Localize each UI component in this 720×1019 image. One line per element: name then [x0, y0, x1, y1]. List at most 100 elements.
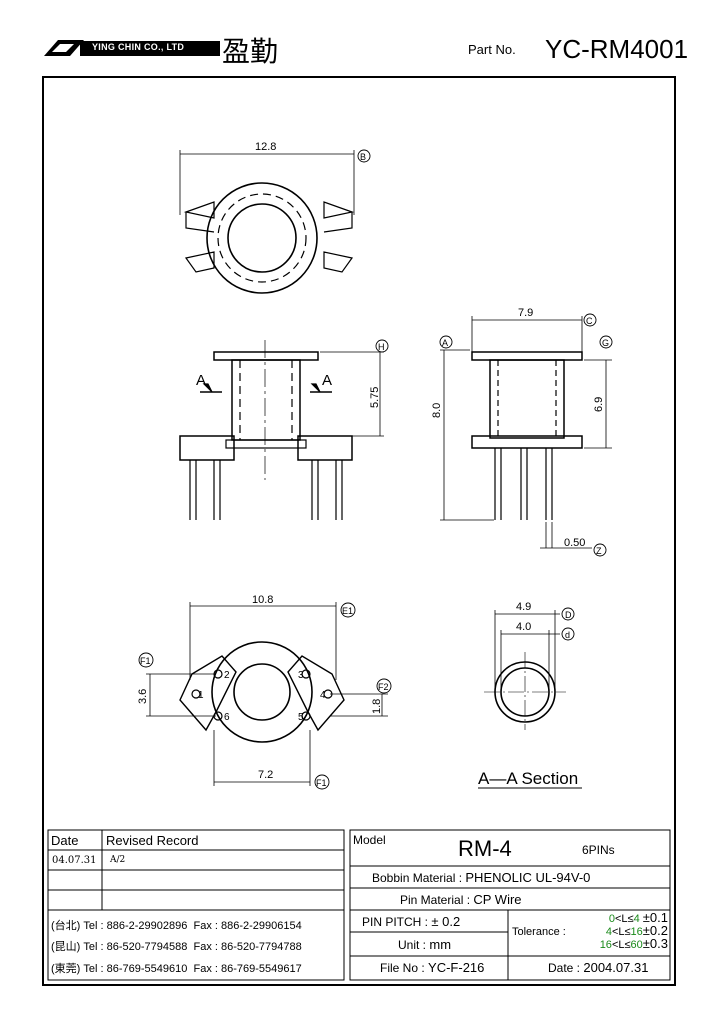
- dim-5-75: 5.75: [369, 387, 381, 408]
- contact-row-kunshan: (昆山) Tel : 86-520-7794588 Fax : 86-520-7…: [51, 938, 302, 954]
- dim-8-0: 8.0: [431, 403, 443, 418]
- company-name-en: YING CHIN CO., LTD: [92, 42, 185, 52]
- logo: [44, 38, 220, 58]
- label-G: G: [602, 338, 609, 348]
- dim-4-0: 4.0: [516, 621, 531, 633]
- dim-3-6: 3.6: [137, 689, 149, 704]
- model-label: Model: [353, 833, 386, 847]
- unit-value: mm: [429, 937, 452, 952]
- contact-row-taipei: (台北) Tel : 886-2-29902896 Fax : 886-2-29…: [51, 917, 302, 933]
- dim-6-9: 6.9: [593, 397, 605, 412]
- bottom-view: [138, 602, 392, 790]
- label-A: A: [442, 338, 448, 348]
- pin-label-1: 1: [198, 690, 204, 701]
- tol-val: ±0.2: [642, 923, 668, 938]
- dim-10-8: 10.8: [252, 594, 273, 606]
- label-F1-left: F1: [140, 656, 151, 666]
- label-F2: F2: [378, 682, 389, 692]
- contact-tel: Tel : 886-2-29902896: [83, 920, 188, 932]
- tol-hi: 4: [633, 913, 640, 925]
- label-F1-bottom: F1: [316, 778, 327, 788]
- date-row: Date : 2004.07.31: [548, 960, 648, 975]
- front-view: [439, 313, 613, 557]
- revision-record: A/2: [110, 855, 126, 865]
- unit-label: Unit :: [398, 938, 427, 952]
- pin-label-3: 3: [298, 670, 304, 681]
- section-mark-left: A: [196, 372, 206, 389]
- logo-mark: [44, 40, 220, 56]
- contact-city: (台北): [51, 920, 81, 932]
- label-B: B: [360, 152, 366, 162]
- pin-pitch-label: PIN PITCH :: [362, 915, 429, 929]
- file-no-value: YC-F-216: [428, 960, 485, 975]
- contact-tel: Tel : 86-520-7794588: [83, 941, 188, 953]
- part-no-label: Part No.: [468, 42, 516, 57]
- tolerance-label: Tolerance :: [512, 926, 566, 938]
- tol-lo: 16: [599, 939, 612, 951]
- contact-fax: Fax : 86-520-7794788: [193, 941, 302, 953]
- contact-row-dongguan: (東莞) Tel : 86-769-5549610 Fax : 86-769-5…: [51, 960, 302, 976]
- dim-7-2: 7.2: [258, 769, 273, 781]
- tolerance-row: 0<L≤4 ±0.1: [590, 910, 668, 925]
- top-view: [179, 149, 371, 294]
- pin-pitch-row: PIN PITCH : ± 0.2: [362, 914, 460, 929]
- pins-value: 6PINs: [582, 843, 615, 857]
- label-Z: Z: [596, 546, 602, 556]
- contact-city: (昆山): [51, 941, 81, 953]
- bobbin-value: PHENOLIC UL-94V-0: [465, 870, 591, 885]
- pin-label-4: 4: [320, 690, 326, 701]
- tolerance-row: 16<L≤60±0.3: [590, 936, 668, 951]
- bobbin-label: Bobbin Material :: [372, 871, 463, 885]
- contact-city: (東莞): [51, 963, 81, 975]
- contact-tel: Tel : 86-769-5549610: [83, 963, 188, 975]
- section-mark-right: A: [322, 372, 332, 389]
- pin-label-6: 6: [224, 712, 230, 723]
- side-view: [179, 339, 389, 520]
- contact-fax: Fax : 86-769-5549617: [193, 963, 302, 975]
- bobbin-material-row: Bobbin Material : PHENOLIC UL-94V-0: [372, 870, 590, 885]
- drawing-frame: [42, 76, 676, 986]
- dim-4-9: 4.9: [516, 601, 531, 613]
- pin-label-5: 5: [298, 712, 304, 723]
- tol-val: ±0.1: [642, 910, 668, 925]
- dim-0-50: 0.50: [564, 537, 585, 549]
- revision-date: 04.07.31: [52, 855, 97, 866]
- col-date-header: Date: [51, 833, 79, 848]
- col-record-header: Revised Record: [106, 833, 199, 848]
- dim-12-8: 12.8: [255, 141, 276, 153]
- file-no-row: File No : YC-F-216: [380, 960, 484, 975]
- date-value: 2004.07.31: [583, 960, 649, 975]
- section-view: [478, 607, 582, 789]
- unit-row: Unit : mm: [398, 937, 451, 952]
- tol-val: ±0.3: [642, 936, 668, 951]
- pin-label-2: 2: [224, 670, 230, 681]
- pin-material-label: Pin Material :: [400, 893, 471, 907]
- section-title: A—A Section: [478, 769, 578, 788]
- dim-7-9: 7.9: [518, 307, 533, 319]
- tol-hi: 60: [630, 939, 643, 951]
- tol-hi: 16: [630, 926, 643, 938]
- pin-material-value: CP Wire: [473, 892, 522, 907]
- pin-material-row: Pin Material : CP Wire: [400, 892, 522, 907]
- pin-pitch-value: ± 0.2: [431, 914, 461, 929]
- contact-fax: Fax : 886-2-29906154: [193, 920, 302, 932]
- date-label: Date :: [548, 961, 581, 975]
- label-D: D: [565, 610, 572, 620]
- label-d: d: [565, 630, 570, 640]
- file-no-label: File No :: [380, 961, 425, 975]
- dim-1-8: 1.8: [371, 699, 383, 714]
- part-no-value: YC-RM4001: [545, 34, 689, 64]
- tol-lo: 4: [605, 926, 612, 938]
- label-C: C: [586, 316, 593, 326]
- title-block-grid: [47, 829, 671, 981]
- tol-mid: <L≤: [615, 913, 634, 925]
- callout-B: [357, 149, 371, 163]
- tolerance-row: 4<L≤16±0.2: [590, 923, 668, 938]
- tol-mid: <L≤: [611, 926, 631, 938]
- label-H: H: [378, 342, 385, 352]
- label-E1: E1: [342, 606, 353, 616]
- company-name-cn: 盈勤: [222, 35, 279, 68]
- tol-lo: 0: [608, 913, 615, 925]
- tolerance-table: 0<L≤4 ±0.1 4<L≤16±0.2 16<L≤60±0.3: [590, 910, 668, 951]
